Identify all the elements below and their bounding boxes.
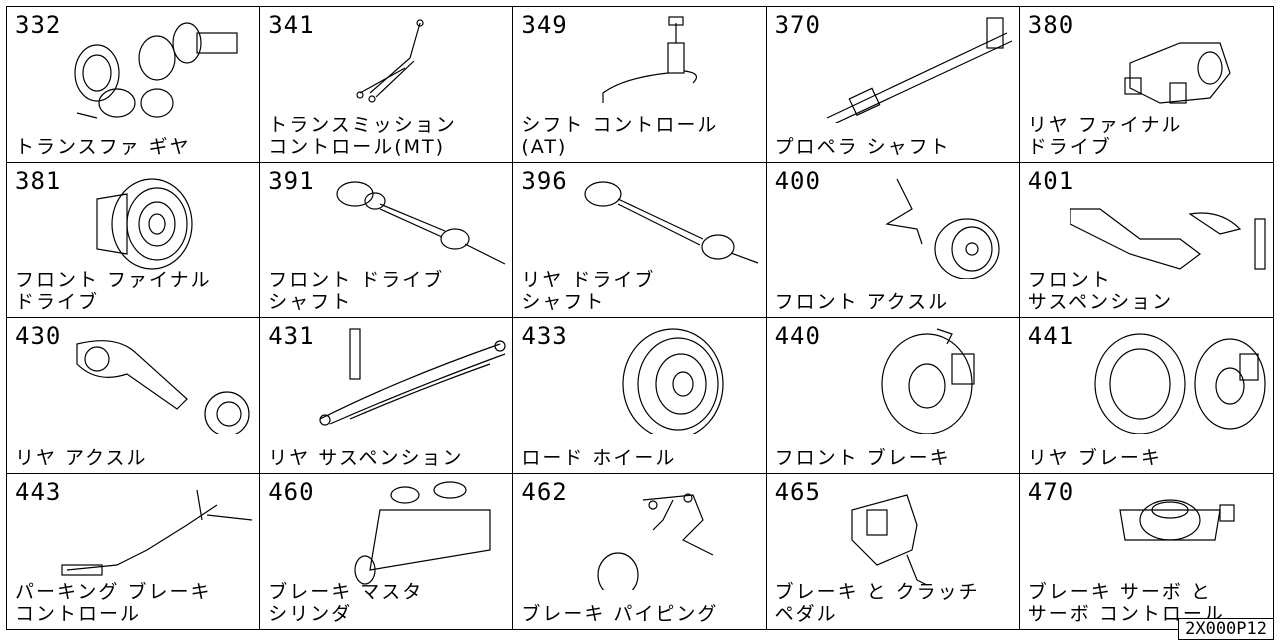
- mt-control-illustration: [310, 13, 510, 123]
- front-drive-shaft-illustration: [310, 169, 510, 279]
- part-label: ブレーキ マスタシリンダ: [268, 581, 424, 625]
- part-number: 370: [774, 11, 821, 39]
- part-label: フロントサスペンション: [1027, 269, 1174, 313]
- part-cell-391[interactable]: 391 フロント ドライブシャフト: [260, 162, 514, 318]
- part-number: 400: [774, 166, 821, 195]
- part-number: 440: [774, 322, 821, 350]
- rear-brake-illustration: [1070, 324, 1270, 435]
- part-number: 349: [521, 11, 568, 39]
- part-number: 396: [521, 166, 568, 195]
- part-label: フロント ドライブシャフト: [268, 269, 445, 313]
- parts-index-grid: 332 トランスファ ギヤ 341 トランスミッションコントロール(MT) 34…: [6, 6, 1274, 630]
- part-cell-460[interactable]: 460 ブレーキ マスタシリンダ: [260, 473, 514, 629]
- part-label: トランスファ ギヤ: [15, 135, 191, 158]
- part-label: ブレーキ パイピング: [521, 603, 719, 625]
- part-number: 443: [15, 477, 62, 506]
- part-cell-430[interactable]: 430 リヤ アクスル: [7, 318, 261, 474]
- part-cell-433[interactable]: 433 ロード ホイール: [513, 318, 767, 474]
- front-suspension-illustration: [1069, 169, 1270, 279]
- part-cell-401[interactable]: 401 フロントサスペンション: [1019, 163, 1273, 318]
- part-number: 465: [774, 477, 821, 506]
- transfer-gear-illustration: [57, 13, 257, 123]
- part-number: 470: [1027, 477, 1075, 506]
- part-label: ブレーキ サーボ とサーボ コントロール: [1027, 581, 1225, 625]
- part-label: フロント ブレーキ: [774, 446, 951, 469]
- brake-piping-illustration: [563, 480, 763, 598]
- part-label: ブレーキ と クラッチペダル: [774, 581, 980, 625]
- part-label: プロペラ シャフト: [774, 135, 951, 158]
- brake-master-cylinder-illustration: [310, 480, 510, 590]
- part-cell-470[interactable]: 470 ブレーキ サーボ とサーボ コントロール: [1020, 474, 1273, 630]
- part-cell-462[interactable]: 462 ブレーキ パイピング: [513, 473, 767, 629]
- part-label: トランスミッションコントロール(MT): [268, 113, 457, 158]
- part-number: 431: [268, 322, 315, 350]
- rear-final-drive-illustration: [1070, 13, 1270, 123]
- at-shift-control-illustration: [563, 13, 763, 123]
- road-wheel-illustration: [563, 324, 763, 440]
- part-cell-349[interactable]: 349 シフト コントロール(AT): [513, 7, 767, 163]
- part-number: 460: [268, 477, 315, 506]
- propeller-shaft-illustration: [817, 13, 1017, 126]
- part-cell-332[interactable]: 332 トランスファ ギヤ: [7, 7, 261, 163]
- part-cell-465[interactable]: 465 ブレーキ と クラッチペダル: [767, 473, 1020, 629]
- part-number: 391: [268, 166, 315, 195]
- part-label: シフト コントロール(AT): [521, 113, 719, 158]
- part-number: 380: [1027, 11, 1075, 39]
- diagram-code: 2X000P12: [1178, 618, 1274, 640]
- part-cell-370[interactable]: 370 プロペラ シャフト: [766, 7, 1020, 163]
- part-label: リヤ ドライブシャフト: [521, 269, 656, 313]
- part-number: 332: [15, 11, 62, 39]
- part-cell-380[interactable]: 380 リヤ ファイナルドライブ: [1019, 7, 1273, 163]
- part-cell-431[interactable]: 431 リヤ サスペンション: [260, 318, 514, 474]
- front-brake-illustration: [817, 324, 1017, 435]
- brake-servo-illustration: [1070, 480, 1270, 590]
- part-cell-341[interactable]: 341 トランスミッションコントロール(MT): [260, 7, 514, 163]
- rear-suspension-illustration: [310, 324, 510, 434]
- part-cell-440[interactable]: 440 フロント ブレーキ: [766, 318, 1020, 474]
- part-number: 433: [521, 322, 568, 350]
- part-label: リヤ アクスル: [15, 446, 148, 469]
- part-label: リヤ ブレーキ: [1027, 446, 1162, 469]
- rear-drive-shaft-illustration: [563, 169, 763, 279]
- rear-axle-illustration: [57, 324, 257, 437]
- part-cell-381[interactable]: 381 フロント ファイナルドライブ: [7, 162, 261, 318]
- part-cell-396[interactable]: 396 リヤ ドライブシャフト: [513, 162, 767, 318]
- part-number: 341: [268, 11, 315, 39]
- part-number: 401: [1027, 166, 1075, 195]
- part-cell-443[interactable]: 443 パーキング ブレーキコントロール: [7, 473, 261, 629]
- part-label: リヤ サスペンション: [268, 446, 464, 469]
- part-number: 381: [15, 166, 62, 195]
- part-label: フロント ファイナルドライブ: [15, 269, 212, 313]
- brake-clutch-pedal-illustration: [817, 480, 1017, 590]
- part-number: 462: [521, 477, 568, 506]
- part-label: リヤ ファイナルドライブ: [1027, 113, 1183, 158]
- part-label: パーキング ブレーキコントロール: [15, 581, 212, 625]
- part-cell-441[interactable]: 441 リヤ ブレーキ: [1019, 318, 1273, 474]
- front-axle-illustration: [817, 169, 1017, 280]
- part-number: 441: [1027, 322, 1075, 350]
- part-cell-400[interactable]: 400 フロント アクスル: [766, 162, 1020, 318]
- part-number: 430: [15, 322, 62, 350]
- part-label: フロント アクスル: [774, 291, 950, 313]
- front-final-drive-illustration: [57, 169, 257, 279]
- part-label: ロード ホイール: [521, 446, 677, 469]
- parking-brake-control-illustration: [57, 480, 257, 590]
